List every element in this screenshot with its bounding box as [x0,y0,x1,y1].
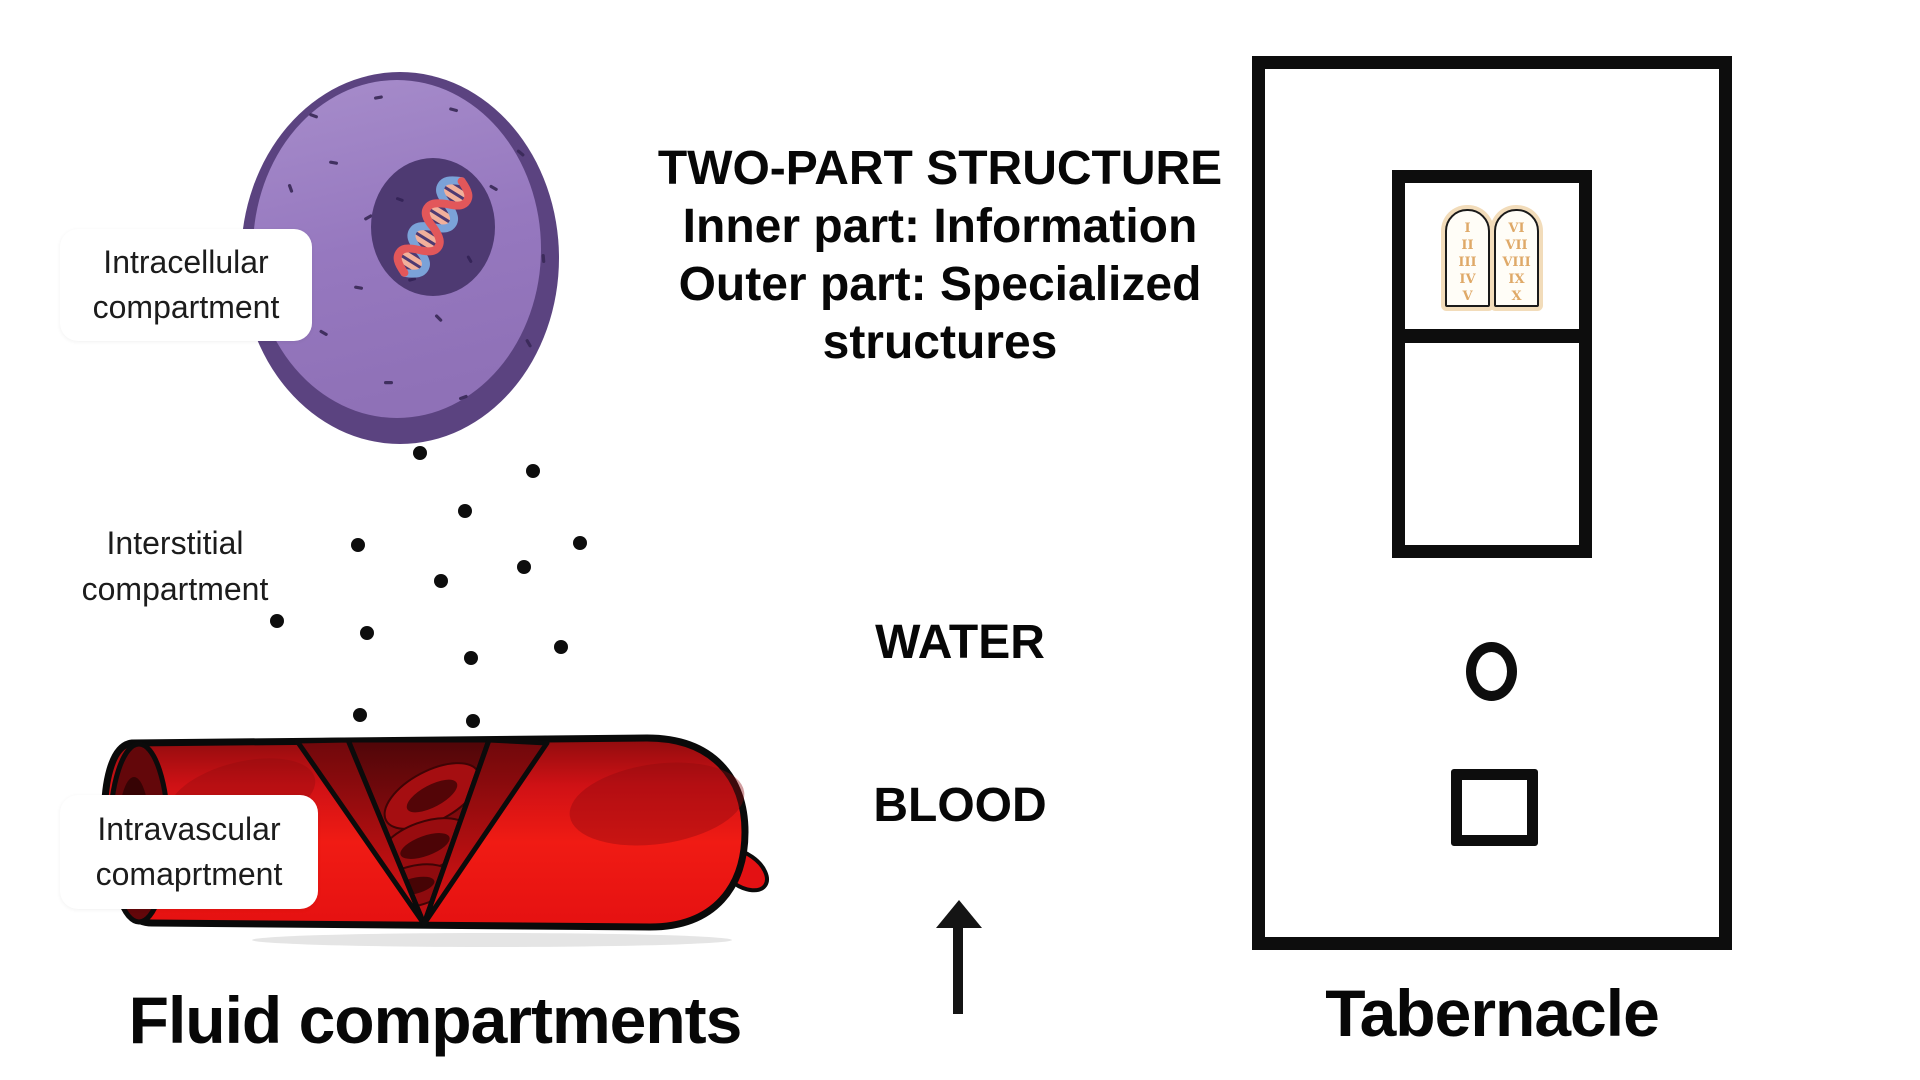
interstitial-dot [351,538,365,552]
heading-line: Outer part: Specialized [678,258,1202,311]
numeral: VII [1505,238,1528,253]
heading-line: TWO-PART STRUCTURE [657,142,1223,195]
interstitial-dot [573,536,587,550]
interstitial-dot [554,640,568,654]
heading-line: structures [822,316,1058,369]
interstitial-dot [464,651,478,665]
fluid-compartments-caption: Fluid compartments [128,983,743,1057]
interstitial-dot [517,560,531,574]
interstitial-dot [434,574,448,588]
up-arrow-head [936,900,982,928]
dna-icon [393,176,473,278]
interstitial-dot [458,504,472,518]
nucleus-speckles [395,197,473,282]
intracellular-label: Intracellular compartment [60,229,312,341]
rbc-impression [569,762,745,846]
two-part-structure-heading: TWO-PART STRUCTURE Inner part: Informati… [610,140,1270,372]
numeral: IV [1459,272,1476,287]
up-arrow-stem [953,926,963,1014]
interstitial-dot [526,464,540,478]
interstitial-dot [360,626,374,640]
interstitial-dot [413,446,427,460]
altar-square-icon [1451,769,1538,846]
tabernacle-caption: Tabernacle [1325,976,1660,1050]
laver-circle-icon [1466,642,1517,701]
interstitial-label-line2: compartment [81,571,269,607]
numeral: IX [1508,272,1525,287]
numeral: V [1462,289,1473,304]
holy-place-section [1405,343,1579,545]
interstitial-label-line1: Interstitial [106,525,244,561]
numeral: II [1461,238,1474,253]
intravascular-label: Intravascular comaprtment [60,795,318,909]
intravascular-label-line2: comaprtment [95,856,283,892]
intravascular-label-line1: Intravascular [97,811,281,847]
intracellular-label-line1: Intracellular [103,244,269,280]
interstitial-label: Interstitial compartment [40,518,310,614]
blood-label: BLOOD [873,779,1047,832]
tabernacle-inner-structure: I II III IV V VI VII VIII IX X [1392,170,1592,558]
most-holy-place-section: I II III IV V VI VII VIII IX X [1405,183,1579,343]
intracellular-label-line2: compartment [92,289,280,325]
commandment-tablet-right: VI VII VIII IX X [1494,209,1539,307]
cell-illustration [241,72,559,444]
numeral: I [1464,221,1471,236]
heading-line: Inner part: Information [682,200,1198,253]
numeral: VI [1508,221,1525,236]
commandment-tablets-icon: I II III IV V VI VII VIII IX X [1445,209,1539,307]
numeral: X [1511,289,1522,304]
vessel-flap-right [421,737,550,927]
interstitial-dot [466,714,480,728]
vessel-flap-left [294,737,427,927]
commandment-tablet-left: I II III IV V [1445,209,1490,307]
interstitial-dot [353,708,367,722]
water-label: WATER [875,616,1045,669]
numeral: VIII [1502,255,1531,270]
numeral: III [1458,255,1477,270]
interstitial-dot [270,614,284,628]
vessel-shadow [252,933,732,947]
